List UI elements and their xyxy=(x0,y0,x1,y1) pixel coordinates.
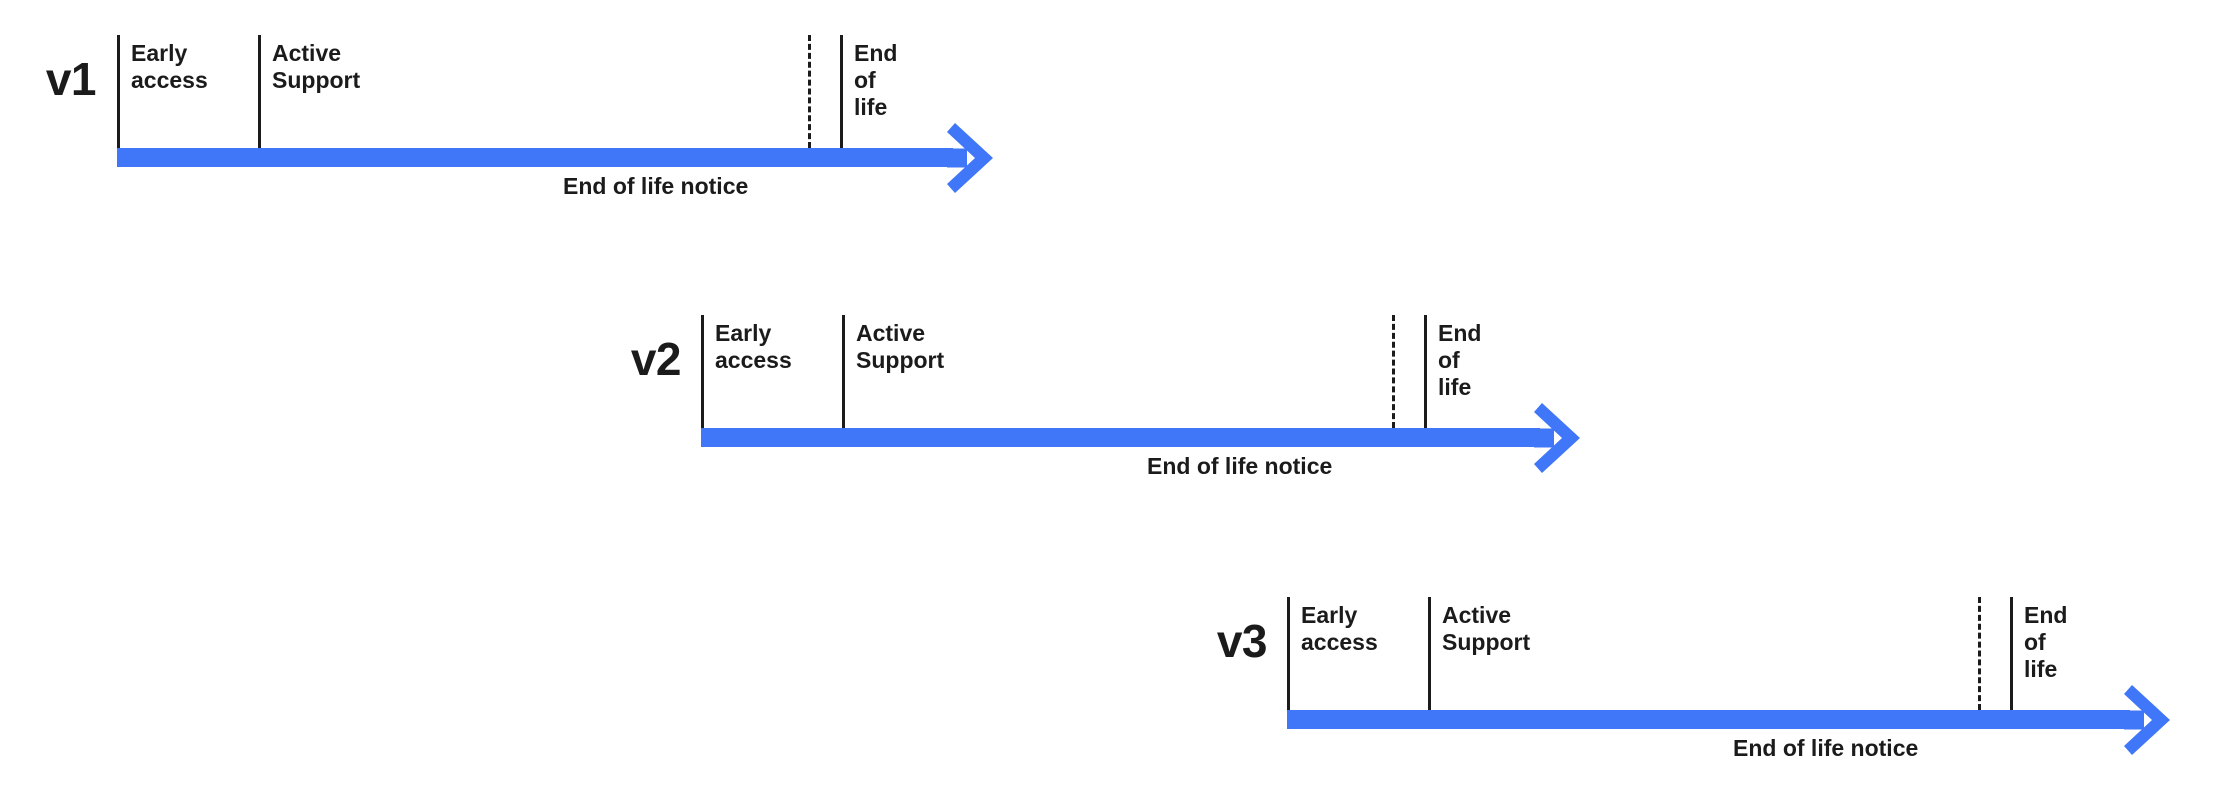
phase-label-end-of-life-v3: End of life xyxy=(2024,602,2068,683)
divider-active-support-start-v3 xyxy=(1428,597,1431,710)
phase-label-early-access-v3: Early access xyxy=(1301,602,1378,656)
divider-end-of-life-notice-v2 xyxy=(1392,315,1395,428)
divider-end-of-life-notice-v3 xyxy=(1978,597,1981,710)
divider-end-of-life-start-v3 xyxy=(2010,597,2013,710)
timeline-arrow-head-v2 xyxy=(1534,402,1580,473)
divider-end-of-life-start-v2 xyxy=(1424,315,1427,428)
divider-early-access-start-v1 xyxy=(117,35,120,148)
phase-label-end-of-life-v2: End of life xyxy=(1438,320,1482,401)
phase-label-early-access-v1: Early access xyxy=(131,40,208,94)
divider-end-of-life-start-v1 xyxy=(840,35,843,148)
version-label-v1: v1 xyxy=(45,53,97,105)
divider-early-access-start-v3 xyxy=(1287,597,1290,710)
divider-active-support-start-v2 xyxy=(842,315,845,428)
phase-label-end-of-life-v1: End of life xyxy=(854,40,898,121)
divider-early-access-start-v2 xyxy=(701,315,704,428)
version-label-v3: v3 xyxy=(1216,615,1268,667)
phase-label-active-support-v3: Active Support xyxy=(1442,602,1531,656)
phase-label-active-support-v1: Active Support xyxy=(272,40,361,94)
end-of-life-notice-label-v3: End of life notice xyxy=(1733,735,1919,761)
phase-label-active-support-v2: Active Support xyxy=(856,320,945,374)
divider-active-support-start-v1 xyxy=(258,35,261,148)
phase-label-early-access-v2: Early access xyxy=(715,320,792,374)
timeline-arrow-shaft-v2 xyxy=(701,428,1540,447)
timeline-arrow-head-v3 xyxy=(2124,684,2170,755)
timeline-arrow-shaft-v1 xyxy=(117,148,953,167)
timeline-arrow-shaft-v3 xyxy=(1287,710,2130,729)
version-label-v2: v2 xyxy=(630,333,682,385)
end-of-life-notice-label-v2: End of life notice xyxy=(1147,453,1333,479)
divider-end-of-life-notice-v1 xyxy=(808,35,811,148)
timeline-arrow-head-v1 xyxy=(947,122,993,193)
end-of-life-notice-label-v1: End of life notice xyxy=(563,173,749,199)
